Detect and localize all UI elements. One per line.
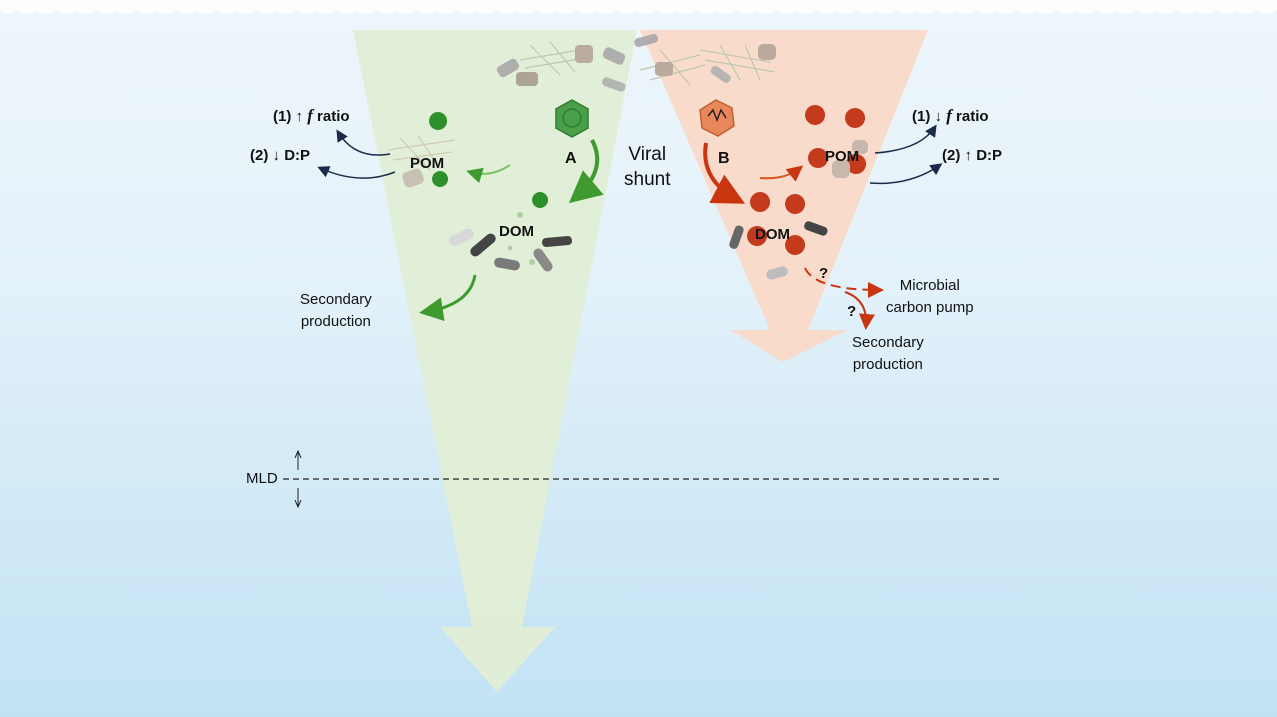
arrow-pom-left-to-dp <box>317 166 396 179</box>
arrow-pom-left-to-fratio <box>336 129 391 156</box>
right-dp-prefix: (2) <box>942 147 961 164</box>
right-secondary-production-label: Secondary production <box>852 332 924 376</box>
microbial-carbon-pump-label: Microbial carbon pump <box>886 275 974 319</box>
left-secondary-production-label: Secondary production <box>300 289 372 333</box>
viral-shunt-line-2: shunt <box>624 169 671 190</box>
left-dp-prefix: (2) <box>250 147 269 164</box>
microbial-pump-line-2: carbon pump <box>886 299 974 316</box>
left-f-ratio-label: (1) ↑ f ratio <box>273 106 350 126</box>
pom-left-particles <box>387 112 456 191</box>
left-dp-label: (2) ↓ D:P <box>250 147 310 164</box>
pom-right-label: POM <box>825 148 860 165</box>
viral-shunt-label: Viral shunt <box>624 142 670 192</box>
left-f-ratio-arrow: ↑ <box>295 108 304 125</box>
left-secondary-line-2: production <box>300 313 371 330</box>
arrow-dom-to-secondary-left <box>419 274 477 322</box>
arrow-dom-to-pom-left <box>466 164 511 184</box>
right-dp-text: D:P <box>976 147 1003 164</box>
right-dp-arrow: ↑ <box>964 147 973 164</box>
dom-left-particles <box>448 192 573 272</box>
ocean-surface <box>0 0 1277 14</box>
right-f-ratio-prefix: (1) <box>912 108 931 125</box>
left-dp-arrow: ↓ <box>272 147 281 164</box>
right-dp-label: (2) ↑ D:P <box>942 147 1002 164</box>
question-mark-secondary: ? <box>847 303 857 320</box>
left-f-symbol: f <box>307 106 313 125</box>
arrow-dom-to-pom-right <box>759 165 804 182</box>
phytoplankton-cluster <box>496 33 776 92</box>
arrow-pump-to-secondary <box>844 291 875 330</box>
pathway-b-label: B <box>718 150 730 167</box>
right-f-ratio-label: (1) ↓ f ratio <box>912 106 989 126</box>
arrow-pom-right-to-dp <box>869 163 943 185</box>
left-f-ratio-suffix: ratio <box>317 108 350 125</box>
dom-right-label: DOM <box>755 226 790 243</box>
mld-label: MLD <box>246 470 278 487</box>
dom-right-particles <box>729 192 828 280</box>
question-mark-pump: ? <box>819 265 829 282</box>
green-export-arrow <box>353 30 637 692</box>
pom-right-particles <box>805 105 868 179</box>
right-f-ratio-suffix: ratio <box>956 108 989 125</box>
arrow-b-to-dom <box>703 142 746 204</box>
left-f-ratio-prefix: (1) <box>273 108 292 125</box>
right-f-symbol: f <box>946 106 952 125</box>
arrow-pom-right-to-fratio <box>874 124 937 154</box>
right-secondary-line-1: Secondary <box>852 334 924 351</box>
microbial-pump-line-1: Microbial <box>899 277 960 294</box>
left-secondary-line-1: Secondary <box>300 291 372 308</box>
right-secondary-line-2: production <box>852 356 923 373</box>
right-f-ratio-arrow: ↓ <box>934 108 943 125</box>
viral-shunt-line-1: Viral <box>628 144 667 165</box>
arrow-dom-to-pump <box>804 267 884 298</box>
orange-export-arrow <box>640 30 928 362</box>
virus-a-icon <box>555 99 589 138</box>
arrow-a-to-dom <box>568 139 604 204</box>
left-dp-text: D:P <box>284 147 311 164</box>
pathway-a-label: A <box>565 150 577 167</box>
dom-left-label: DOM <box>499 223 534 240</box>
pom-left-label: POM <box>410 155 445 172</box>
